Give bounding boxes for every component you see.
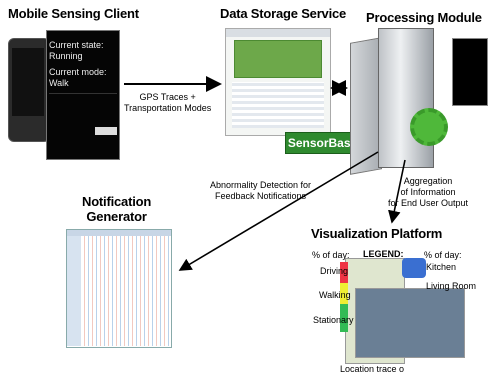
legend-label: LEGEND: [363,249,404,259]
mobile-sensing-client-title: Mobile Sensing Client [8,6,139,21]
activity-bar [340,262,348,332]
arrow-processing-to-visualization [388,159,406,224]
current-mode-value: Walk [49,78,69,88]
phone-app-panel: Current state: Running Current mode: Wal… [46,30,120,160]
visualization-platform-title: Visualization Platform [311,226,443,241]
photo-grid [355,288,465,358]
current-state-heading: Current state: [49,40,104,50]
panel-details [49,93,117,112]
panel-button [95,127,117,135]
data-storage-service-title: Data Storage Service [220,6,347,21]
processing-module-title: Processing Module [366,10,482,25]
terminal-screenshot [452,38,488,106]
current-mode-heading: Current mode: [49,67,107,77]
notification-screenshot [66,229,172,348]
highway-icon [402,258,426,278]
abnormality-label: Abnormality Detection for Feedback Notif… [210,180,312,201]
aggregation-label: Aggregation of Information for End User … [388,176,469,208]
phone-screen [12,48,44,116]
current-state-value: Running [49,51,83,61]
location-trace-label: Location trace o [340,364,405,374]
driving-label: Driving [320,266,349,276]
pct-day-left-label: % of day: [312,250,350,260]
pct-day-right-label: % of day: [424,250,462,260]
walking-label: Walking [319,290,351,300]
gear-icon [410,108,448,146]
storage-web-screenshot [225,28,331,136]
kitchen-label: Kitchen [426,262,457,272]
arrow-processing-to-notification [178,151,379,271]
gps-traces-label: GPS Traces + Transportation Modes [124,92,212,113]
stationary-label: Stationary [313,315,354,325]
living-room-label: Living Room [426,281,477,291]
notification-generator-title: Notification Generator [82,194,152,224]
